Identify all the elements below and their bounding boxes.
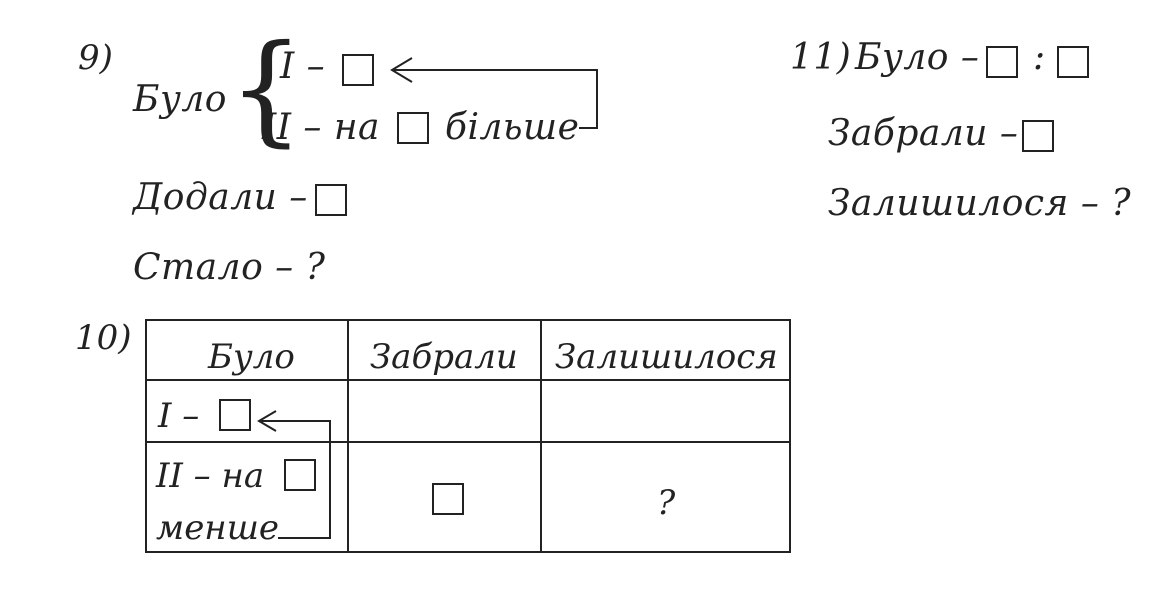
task11-bulo-box1[interactable] [986, 46, 1018, 78]
task9-stalo-label: Стало – ? [133, 247, 326, 288]
task11-bulo-box2[interactable] [1057, 46, 1089, 78]
task9-arrow-head [390, 57, 413, 83]
table-row1-label: I – [158, 396, 200, 436]
table-header-bulo: Було [208, 337, 295, 377]
task10-number: 10) [75, 318, 132, 358]
task9-dodaly-box[interactable] [315, 184, 347, 216]
task11-zabraly-label: Забрали – [828, 113, 1019, 154]
task9-bulo-label: Було [133, 79, 227, 120]
task9-brace: { [228, 20, 305, 159]
table-row2-box[interactable] [284, 459, 316, 491]
table-zabraly-box[interactable] [432, 483, 464, 515]
task11-zabraly-box[interactable] [1022, 120, 1054, 152]
table-header-zalyshylos: Залишилося [555, 337, 778, 377]
task9-more-label: більше [445, 107, 580, 148]
task10-connector-line [259, 420, 331, 539]
task11-bulo-label: Було – [855, 37, 980, 78]
task11-zalyshylos-label: Залишилося – ? [828, 183, 1132, 224]
table-question: ? [657, 483, 676, 523]
table-header-zabraly: Забрали [370, 337, 518, 377]
task9-second-box[interactable] [397, 112, 429, 144]
task10-arrow-head [257, 410, 277, 432]
task9-connector-line [392, 69, 598, 129]
table-row2-label: II – на [156, 456, 265, 496]
table-row2-less-label: менше [156, 508, 280, 548]
task9-first-label: I – [280, 46, 326, 87]
task9-dodaly-label: Додали – [133, 177, 308, 218]
task9-second-label: II – на [262, 107, 381, 148]
table-row1-box[interactable] [219, 399, 251, 431]
task11-number: 11) [790, 37, 852, 78]
table-outline [145, 319, 791, 553]
task9-number: 9) [78, 38, 113, 78]
task9-first-box[interactable] [342, 54, 374, 86]
task11-colon: : [1033, 37, 1046, 78]
